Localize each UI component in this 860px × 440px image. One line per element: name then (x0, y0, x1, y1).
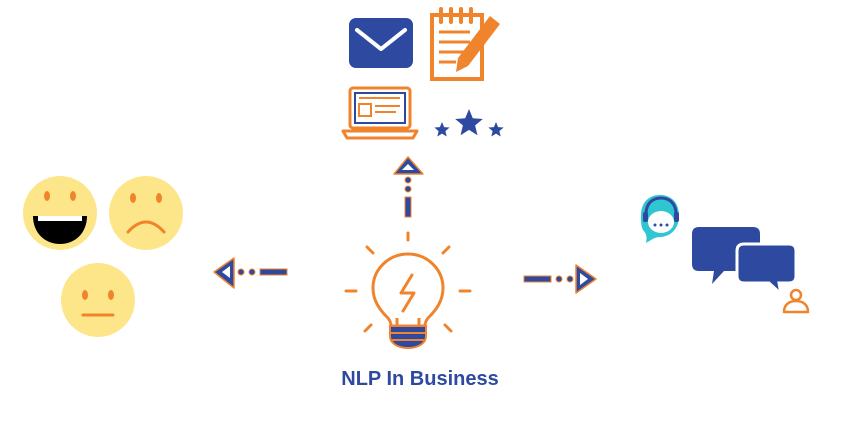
sad-face-icon (109, 176, 183, 250)
notepad-pencil-icon (430, 7, 500, 81)
star-large (455, 109, 483, 136)
arrow-up (393, 156, 424, 218)
arrow-right (523, 264, 597, 294)
star-small-right (488, 122, 504, 137)
headset-agent-icon (641, 195, 679, 243)
laptop-icon (341, 86, 419, 140)
top-icon-group (341, 7, 504, 140)
neutral-face-icon (61, 263, 135, 337)
left-face-group (23, 176, 183, 337)
right-icon-group (641, 195, 810, 314)
user-icon (782, 288, 810, 314)
chat-bubbles-icon (692, 227, 798, 299)
chat-bubble-front (735, 242, 798, 299)
lightbulb-icon (344, 231, 472, 350)
star-small-left (434, 122, 450, 137)
arrow-left (213, 257, 288, 289)
diagram-caption: NLP In Business (341, 368, 499, 390)
rating-stars-icon (434, 109, 504, 137)
lightbulb-rays (344, 231, 472, 333)
envelope-icon (349, 18, 413, 68)
laughing-face-icon (23, 176, 97, 250)
